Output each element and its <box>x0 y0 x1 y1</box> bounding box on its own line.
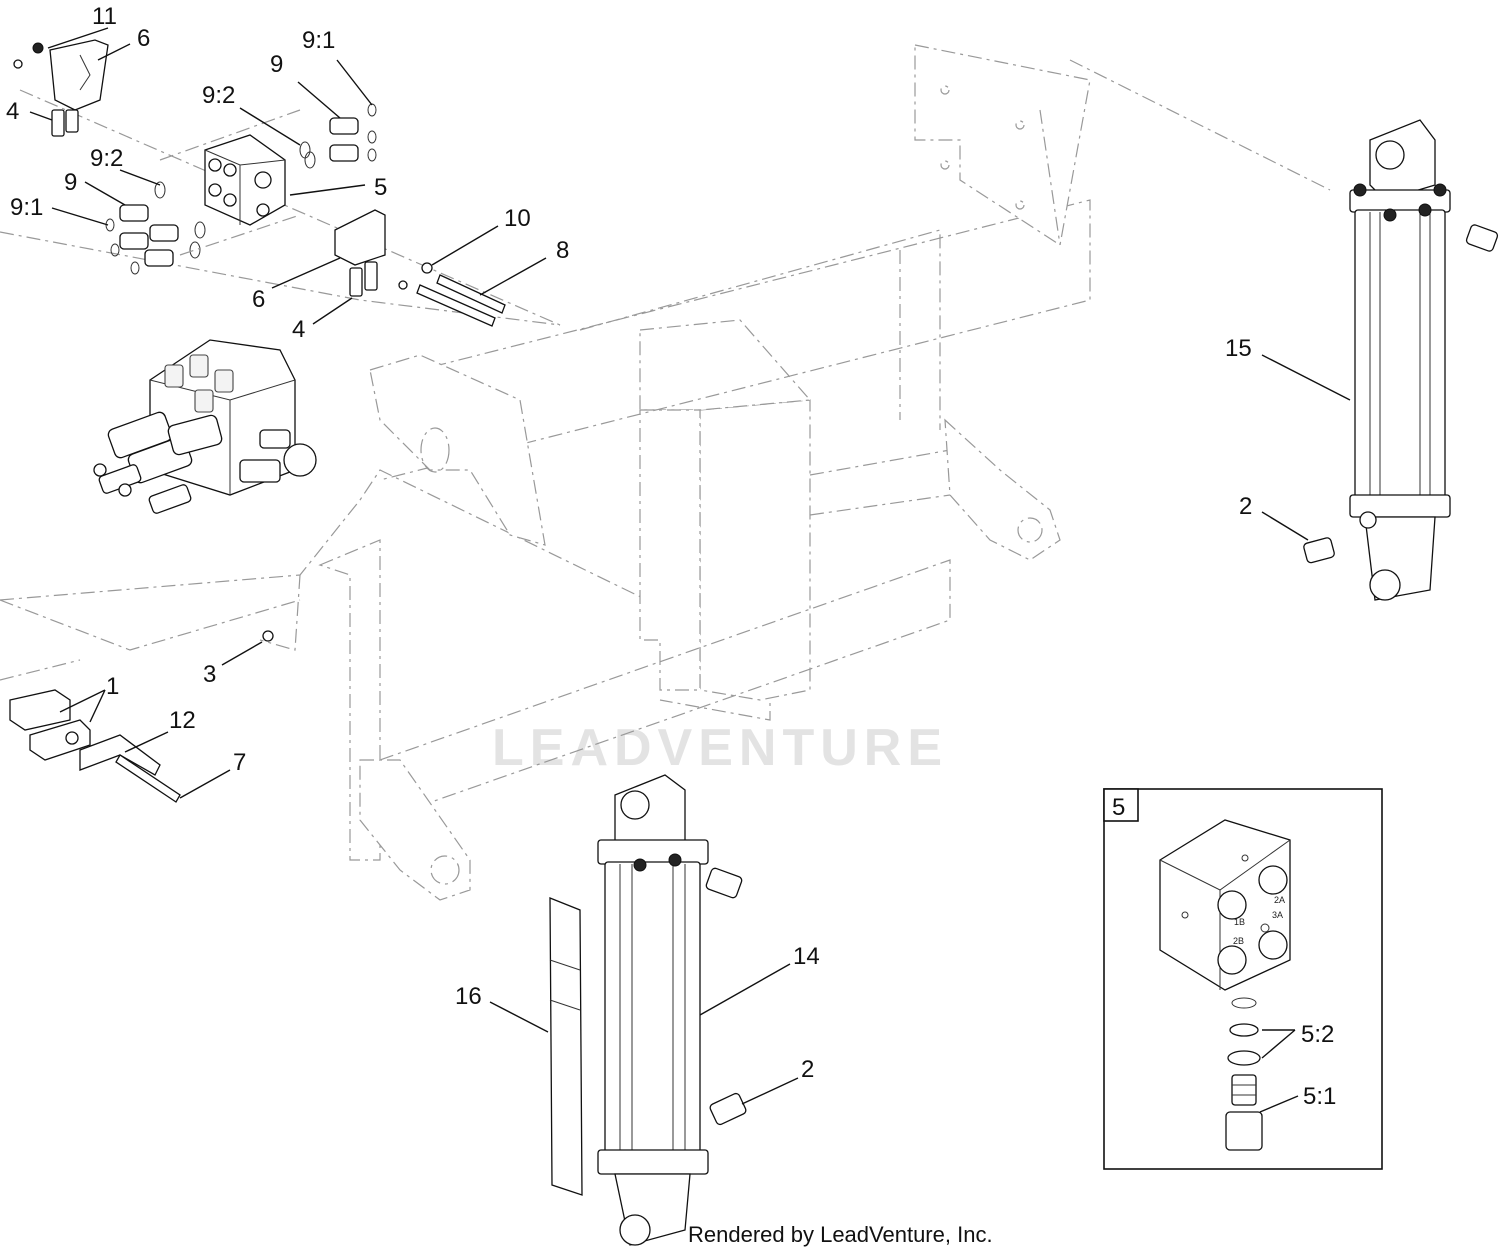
callout-labels: 11 6 9:1 9 9:2 4 9:2 9 5 9:1 10 8 6 4 15… <box>6 3 1336 1110</box>
callout-7: 7 <box>233 749 246 776</box>
footer-credit: Rendered by LeadVenture, Inc. <box>688 1222 993 1247</box>
callout-11: 11 <box>92 3 117 30</box>
callout-5-1: 5:1 <box>1303 1083 1336 1110</box>
callout-9-upper: 9 <box>270 51 283 78</box>
callout-6-lower: 6 <box>252 286 265 313</box>
hydraulic-cylinder-upper <box>1303 119 1499 601</box>
mounting-frame <box>0 44 1331 901</box>
callout-15: 15 <box>1225 335 1252 362</box>
callout-12: 12 <box>169 707 196 734</box>
callout-14: 14 <box>793 943 820 970</box>
detail-box-manifold <box>1103 788 1383 1170</box>
callout-4-upper: 4 <box>6 98 19 125</box>
manifold-block-assembly <box>204 134 286 226</box>
callout-16: 16 <box>455 983 482 1010</box>
callout-5: 5 <box>374 174 387 201</box>
detail-box-label: 5 <box>1112 794 1125 821</box>
callout-9-1-lower: 9:1 <box>10 194 43 221</box>
port-label-2b: 2B <box>1233 936 1244 946</box>
port-label-2a: 2A <box>1274 895 1285 905</box>
watermark-text: LEADVENTURE <box>492 719 948 777</box>
hydraulic-fittings <box>105 103 377 275</box>
leader-lines <box>29 27 1351 1113</box>
callout-2-upper: 2 <box>1239 493 1252 520</box>
callout-9-2-lower: 9:2 <box>90 145 123 172</box>
mounting-bracket-upper <box>13 39 109 137</box>
hydraulic-valve-manifold <box>93 339 317 514</box>
callout-1: 1 <box>106 673 119 700</box>
callout-6-upper: 6 <box>137 25 150 52</box>
clamp-bracket <box>79 630 274 803</box>
callout-10: 10 <box>504 205 531 232</box>
hose-clamp <box>9 689 91 761</box>
mounting-bracket-lower <box>334 209 506 327</box>
hydraulic-cylinder-lower <box>597 774 747 1246</box>
callout-8: 8 <box>556 237 569 264</box>
callout-9-lower: 9 <box>64 169 77 196</box>
callout-9-2-upper: 9:2 <box>202 82 235 109</box>
callout-5-2: 5:2 <box>1301 1021 1334 1048</box>
decal-label <box>549 897 583 1196</box>
callout-3: 3 <box>203 661 216 688</box>
port-label-1b: 1B <box>1234 917 1245 927</box>
callout-9-1-upper: 9:1 <box>302 27 335 54</box>
callout-4-lower: 4 <box>292 316 305 343</box>
callout-2-lower: 2 <box>801 1056 814 1083</box>
port-label-3a: 3A <box>1272 910 1283 920</box>
